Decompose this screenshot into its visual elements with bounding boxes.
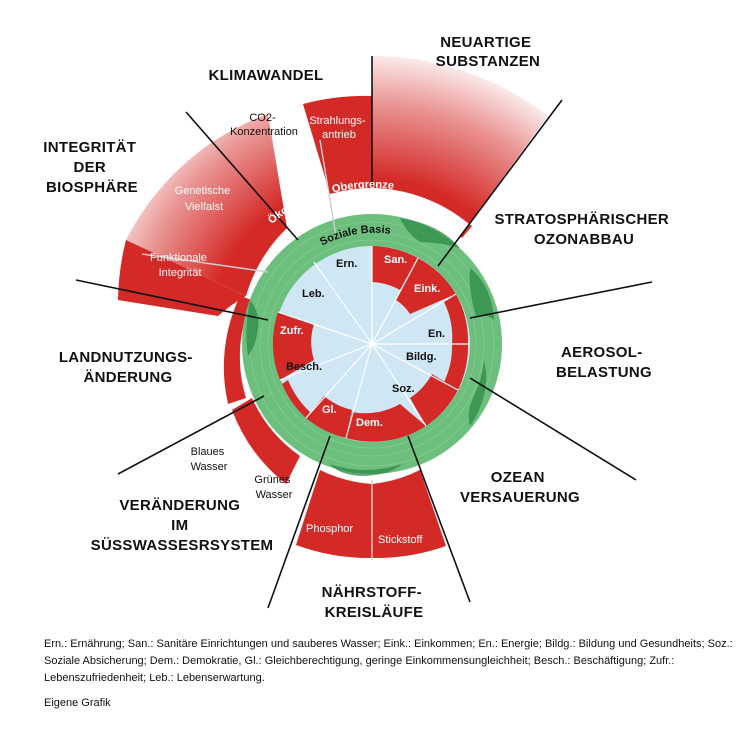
wedge-ozonabbau: [460, 224, 472, 238]
social-label-soz: Soz.: [392, 383, 415, 395]
boundary-label-suesswasser: VERÄNDERUNG IM SÜSSWASSESRSYSTEM: [91, 497, 274, 554]
social-label-ern: Ern.: [336, 258, 357, 270]
sublabel-strahlung: Strahlungs- antrieb: [309, 115, 368, 141]
wedge-funktionale-integritaet: [118, 240, 246, 316]
social-label-san: San.: [384, 254, 407, 266]
social-label-en: En.: [428, 328, 445, 340]
social-spokes: [277, 246, 468, 439]
social-label-besch: Besch.: [286, 361, 322, 373]
social-label-bildg: Bildg.: [406, 351, 437, 363]
social-shortfalls: [272, 246, 469, 442]
sublabel-co2: CO2- Konzentration: [230, 112, 298, 138]
boundary-label-naehrstoff: NÄHRSTOFF- KREISLÄUFE: [322, 584, 427, 621]
sublabel-genetisch: Genetische Vielfalst: [175, 185, 234, 213]
sublabel-gruen: Grünes Wasser: [254, 474, 293, 501]
wedge-genetische-vielfalt: [126, 114, 287, 296]
sublabel-stickstoff: Stickstoff: [378, 534, 423, 546]
boundary-label-ozean: OZEAN VERSAUERUNG: [460, 469, 580, 506]
sublabel-funktional: Funktionale Integrität: [150, 252, 210, 279]
wedge-phosphor: [296, 470, 372, 559]
wedge-landnutzung: [223, 296, 252, 404]
boundary-lines: [75, 56, 653, 609]
legend-text: Ern.: Ernährung; San.: Sanitäre Einricht…: [44, 638, 733, 684]
sub-lines: [141, 139, 373, 560]
wedge-neuartige-substanzen: [372, 55, 548, 224]
boundary-label-biosphaere: INTEGRITÄT DER BIOSPHÄRE: [43, 139, 140, 196]
social-label-eink: Eink.: [414, 283, 440, 295]
boundary-label-klimawandel: KLIMAWANDEL: [209, 67, 324, 84]
wedge-strahlungsantrieb: [303, 95, 372, 194]
sublabel-blau: Blaues Wasser: [191, 446, 228, 473]
boundary-label-neuartige-substanzen: NEUARTIGE SUBSTANZEN: [436, 34, 540, 70]
wedge-blaues-wasser: [232, 398, 300, 484]
ring-dark-patches: [246, 218, 494, 476]
source-note: Eigene Grafik: [44, 697, 111, 709]
sublabel-phosphor: Phosphor: [306, 523, 353, 535]
boundary-label-aerosol: AEROSOL- BELASTUNG: [556, 344, 652, 381]
social-label-leb: Leb.: [302, 288, 325, 300]
doughnut-diagram: Ökologische Obergrenze Soziale Basis Ern…: [43, 34, 673, 621]
overshoot-wedges: [118, 55, 548, 559]
boundary-label-ozonabbau: STRATOSPHÄRISCHER OZONABBAU: [494, 211, 673, 248]
wedge-stickstoff: [372, 470, 446, 559]
social-label-zufr: Zufr.: [280, 325, 304, 337]
social-label-gl: Gl.: [322, 404, 337, 416]
social-label-dem: Dem.: [356, 417, 383, 429]
boundary-label-landnutzung: LANDNUTZUNGS- ÄNDERUNG: [59, 349, 197, 386]
